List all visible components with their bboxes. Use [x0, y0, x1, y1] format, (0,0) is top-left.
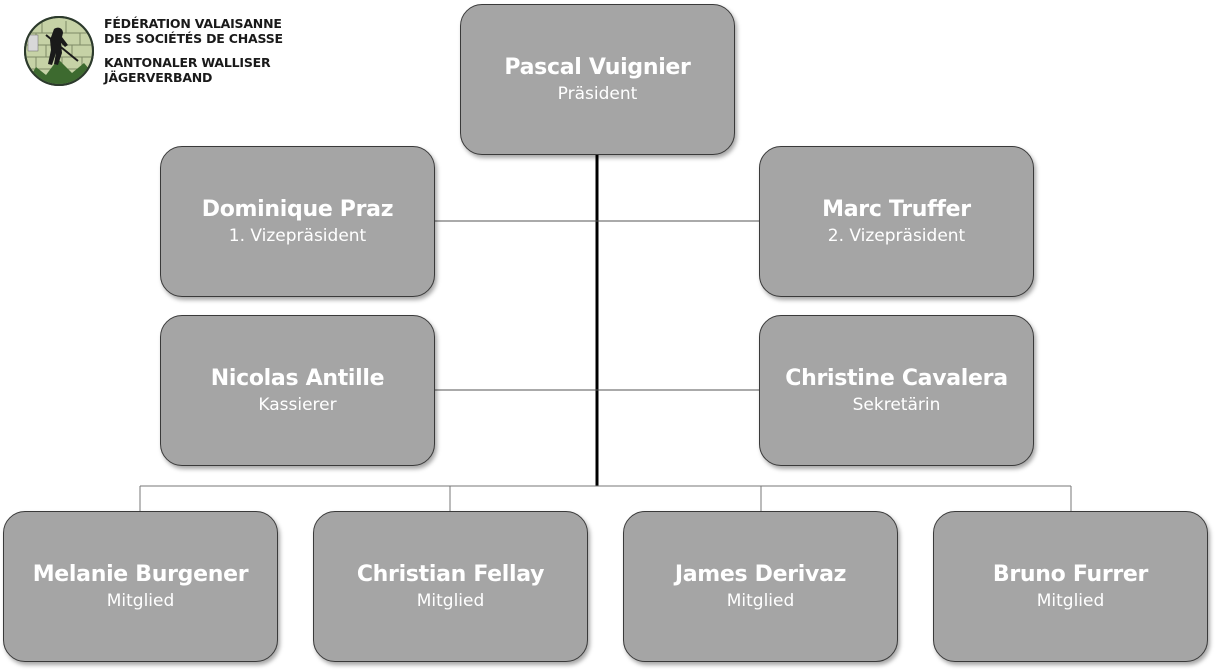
person-role: Mitglied: [726, 590, 795, 611]
person-role: 2. Vizepräsident: [827, 225, 966, 246]
hunter-emblem-icon: [22, 15, 96, 87]
organization-name-de-line2: JÄGERVERBAND: [104, 70, 213, 85]
person-role: Mitglied: [106, 590, 175, 611]
person-name: Dominique Praz: [201, 196, 394, 222]
person-role: Mitglied: [1036, 590, 1105, 611]
organization-name-de-line1: KANTONALER WALLISER: [104, 55, 271, 70]
person-name: Nicolas Antille: [210, 365, 385, 391]
treasurer-box: Nicolas Antille Kassierer: [160, 315, 435, 466]
person-role: Kassierer: [258, 394, 337, 415]
person-name: Christian Fellay: [356, 561, 545, 587]
organization-name-fr: FÉDÉRATION VALAISANNE DES SOCIÉTÉS DE CH…: [104, 16, 283, 46]
vice-president-2-box: Marc Truffer 2. Vizepräsident: [759, 146, 1034, 297]
member-box: Melanie Burgener Mitglied: [3, 511, 278, 662]
vice-president-1-box: Dominique Praz 1. Vizepräsident: [160, 146, 435, 297]
person-role: Sekretärin: [852, 394, 941, 415]
member-box: Bruno Furrer Mitglied: [933, 511, 1208, 662]
organization-name-fr-line2: DES SOCIÉTÉS DE CHASSE: [104, 31, 283, 46]
person-name: Marc Truffer: [822, 196, 971, 222]
person-name: Pascal Vuignier: [504, 54, 691, 80]
secretary-box: Christine Cavalera Sekretärin: [759, 315, 1034, 466]
person-name: Bruno Furrer: [992, 561, 1149, 587]
member-box: Christian Fellay Mitglied: [313, 511, 588, 662]
person-role: Mitglied: [416, 590, 485, 611]
person-name: Christine Cavalera: [785, 365, 1008, 391]
organization-name-fr-line1: FÉDÉRATION VALAISANNE: [104, 16, 282, 31]
person-name: James Derivaz: [674, 561, 847, 587]
president-box: Pascal Vuignier Präsident: [460, 4, 735, 155]
person-role: Präsident: [557, 83, 638, 104]
person-role: 1. Vizepräsident: [228, 225, 367, 246]
member-box: James Derivaz Mitglied: [623, 511, 898, 662]
organization-name-de: KANTONALER WALLISER JÄGERVERBAND: [104, 55, 271, 85]
person-name: Melanie Burgener: [32, 561, 249, 587]
